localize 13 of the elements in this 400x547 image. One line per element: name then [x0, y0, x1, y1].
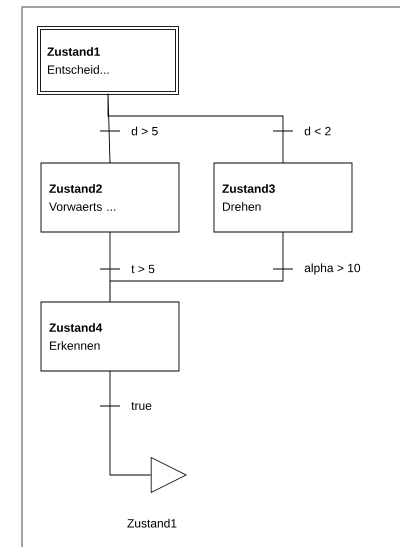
- step-box: Zustand2 Vorwaerts ...: [40, 162, 180, 232]
- connector-line: [110, 232, 284, 302]
- step-box: Zustand3 Drehen: [214, 162, 352, 232]
- step-box: Zustand1 Entscheid...: [37, 26, 179, 95]
- connector-line: [110, 371, 152, 476]
- transition-condition: d < 2: [304, 126, 331, 136]
- transition-condition: t > 5: [131, 264, 154, 274]
- transition-condition: true: [131, 402, 152, 410]
- transition-condition: alpha > 10: [304, 263, 360, 275]
- transition-condition: d > 5: [132, 126, 158, 136]
- step-box: Zustand4 Erkennen: [40, 302, 180, 372]
- jump-target-label: Zustand1: [127, 518, 176, 528]
- connector-line: [108, 93, 284, 163]
